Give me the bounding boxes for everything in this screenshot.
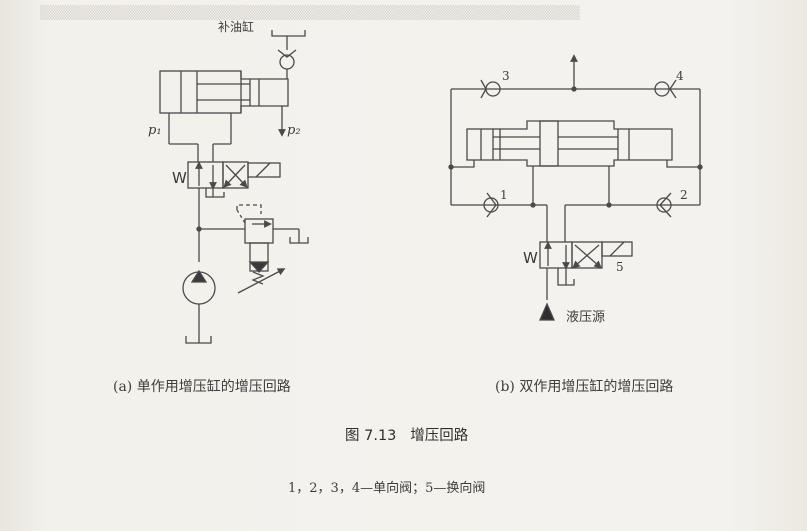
check-valve-4-label: 4 (676, 69, 684, 83)
circuit-b (448, 54, 703, 321)
directional-valve-5-position-1 (539, 241, 573, 269)
check-valve-4-icon (654, 81, 670, 97)
makeup-tank-icon (271, 30, 306, 37)
solenoid-5-icon (601, 241, 633, 257)
figure-title-text: 增压回路 (410, 428, 469, 444)
spring-symbol-b: W (523, 249, 538, 267)
directional-valve-position-1 (187, 161, 224, 189)
pressure-p2-label: p₂ (287, 123, 301, 138)
hydraulic-source-label: 液压源 (566, 310, 606, 325)
caption-b: (b) 双作用增压缸的增压回路 (495, 379, 674, 395)
makeup-tank-label: 补油缸 (218, 20, 255, 34)
booster-cylinder-large-bore (159, 70, 242, 114)
solenoid-icon (247, 162, 281, 178)
caption-a: (a) 单作用增压缸的增压回路 (113, 379, 291, 395)
check-valve-3-label: 3 (502, 69, 510, 83)
figure-title: 图 7.13 增压回路 (345, 424, 468, 445)
pump-tank-icon (185, 336, 212, 344)
hydraulic-source-icon (539, 302, 555, 321)
pressure-p1-label: p₁ (148, 123, 162, 138)
booster-piston (539, 120, 559, 167)
spring-symbol-a: W (172, 169, 187, 187)
bleed-through-text: ▒▒▒▒▒▒▒▒▒▒▒▒▒▒▒▒▒▒▒▒▒▒▒▒▒▒▒▒▒▒▒▒▒▒▒▒▒▒▒▒… (40, 6, 580, 21)
directional-valve-5-label: 5 (616, 260, 624, 274)
figure-legend: 1，2，3，4—单向阀；5—换向阀 (288, 481, 486, 496)
check-valve-2-label: 2 (680, 188, 688, 202)
relief-valve-icon (244, 218, 274, 244)
check-valve-1-label: 1 (500, 188, 508, 202)
circuit-a (159, 30, 309, 344)
tank-icon (289, 237, 309, 244)
figure-number: 图 7.13 (345, 428, 397, 444)
check-valve-2-icon (656, 197, 672, 213)
